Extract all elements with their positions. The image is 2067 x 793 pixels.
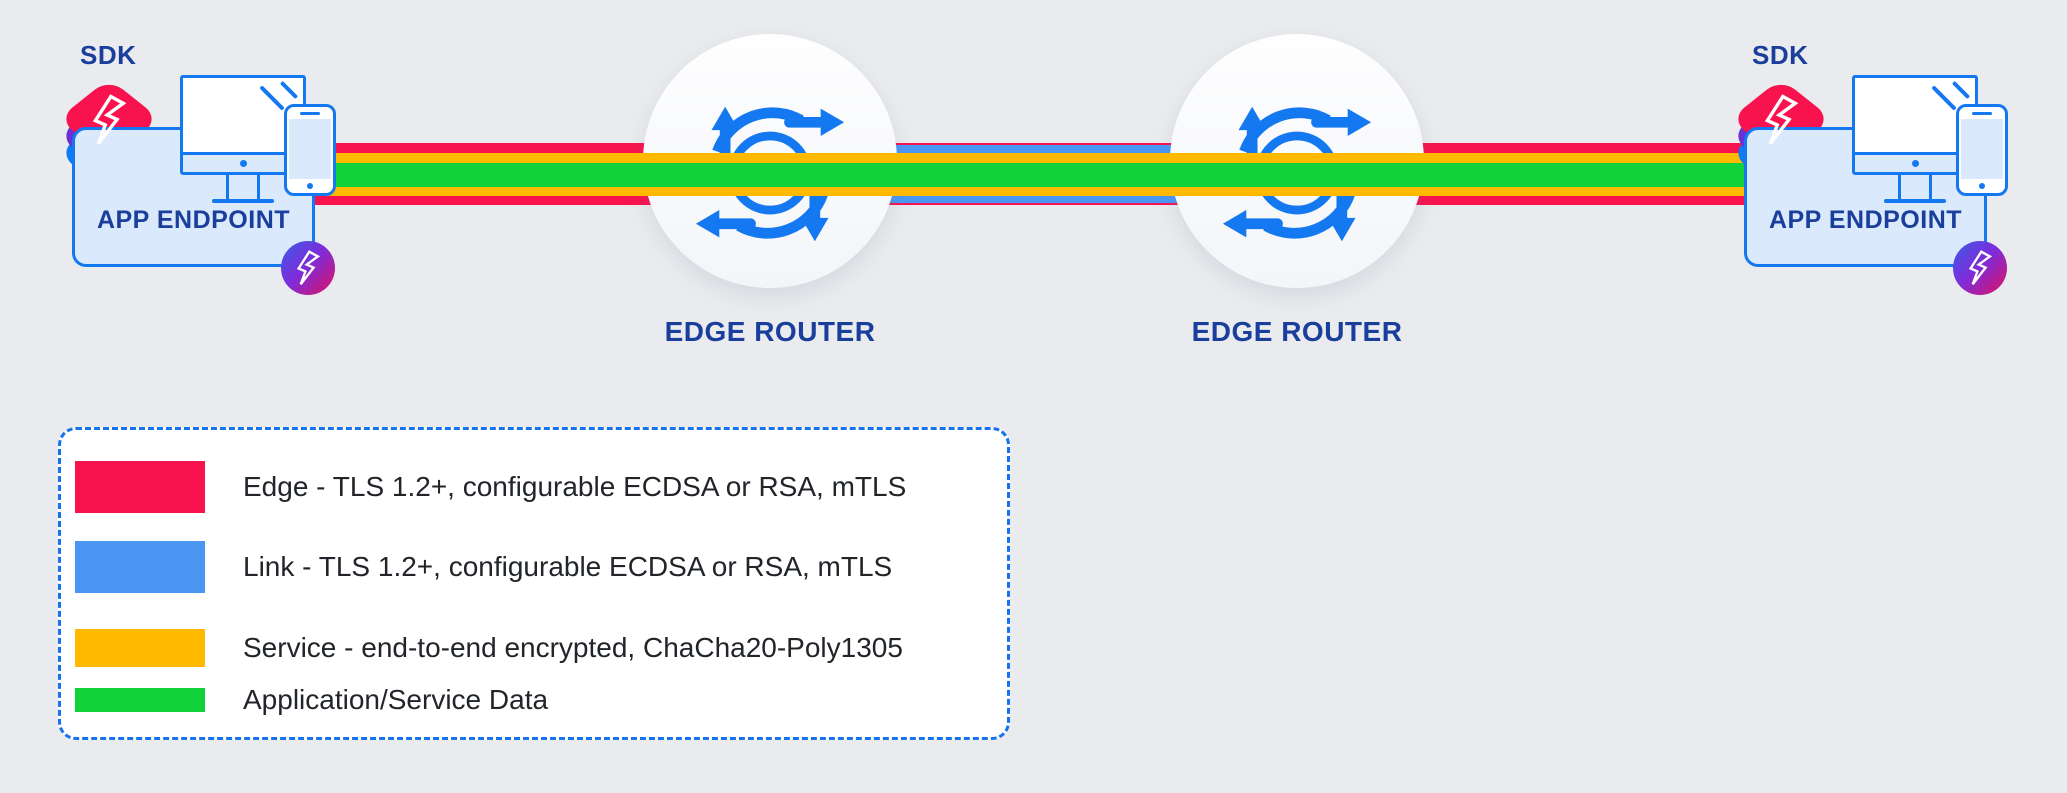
legend-swatch-app-data	[75, 688, 205, 712]
sdk-label: SDK	[80, 40, 137, 70]
phone-speaker	[300, 112, 320, 115]
monitor-stand-base	[1884, 199, 1946, 203]
monitor-dot	[239, 160, 247, 167]
monitor-stand	[226, 175, 260, 201]
phone-home-button	[307, 183, 313, 189]
service-line-bottom	[300, 187, 1767, 196]
ziti-bolt-icon	[1967, 250, 1993, 286]
monitor-bezel	[1855, 152, 1975, 172]
service-line-top	[300, 153, 1767, 163]
application-data-line	[300, 163, 1767, 187]
monitor-stand-base	[212, 199, 274, 203]
app-endpoint-right: SDK APP ENDPOINT	[1672, 0, 2032, 310]
ziti-bolt-icon	[295, 250, 321, 286]
phone-icon	[284, 104, 336, 196]
legend-row: Link - TLS 1.2+, configurable ECDSA or R…	[75, 541, 991, 593]
sdk-label: SDK	[1752, 40, 1809, 70]
monitor-dot	[1911, 160, 1919, 167]
legend-row: Service - end-to-end encrypted, ChaCha20…	[75, 629, 991, 667]
legend-swatch-link	[75, 541, 205, 593]
legend-swatch-edge	[75, 461, 205, 513]
link-line-top	[770, 145, 1297, 153]
app-endpoint-label: APP ENDPOINT	[1768, 206, 1963, 234]
legend-label: Application/Service Data	[243, 684, 549, 715]
phone-screen	[289, 119, 331, 179]
legend-swatch-service	[75, 629, 205, 667]
monitor-stand	[1898, 175, 1932, 201]
phone-home-button	[1979, 183, 1985, 189]
app-endpoint-left: SDK APP ENDPOINT	[0, 0, 360, 310]
legend-label: Edge - TLS 1.2+, configurable ECDSA or R…	[243, 471, 907, 502]
legend-label: Link - TLS 1.2+, configurable ECDSA or R…	[243, 551, 893, 582]
phone-speaker	[1972, 112, 1992, 115]
monitor-bezel	[183, 152, 303, 172]
legend-label: Service - end-to-end encrypted, ChaCha20…	[243, 632, 903, 663]
phone-icon	[1956, 104, 2008, 196]
legend-row: Edge - TLS 1.2+, configurable ECDSA or R…	[75, 461, 991, 513]
edge-router-label-left: EDGE ROUTER	[664, 316, 876, 347]
ziti-badge	[281, 241, 335, 295]
ziti-bolt-icon	[1762, 94, 1800, 146]
link-line-bottom	[770, 196, 1297, 203]
edge-router-label-right: EDGE ROUTER	[1191, 316, 1403, 347]
legend: Edge - TLS 1.2+, configurable ECDSA or R…	[58, 427, 1010, 740]
ziti-badge	[1953, 241, 2007, 295]
phone-screen	[1961, 119, 2003, 179]
app-endpoint-label: APP ENDPOINT	[96, 206, 291, 234]
legend-row: Application/Service Data	[75, 684, 991, 715]
ziti-bolt-icon	[90, 94, 128, 146]
